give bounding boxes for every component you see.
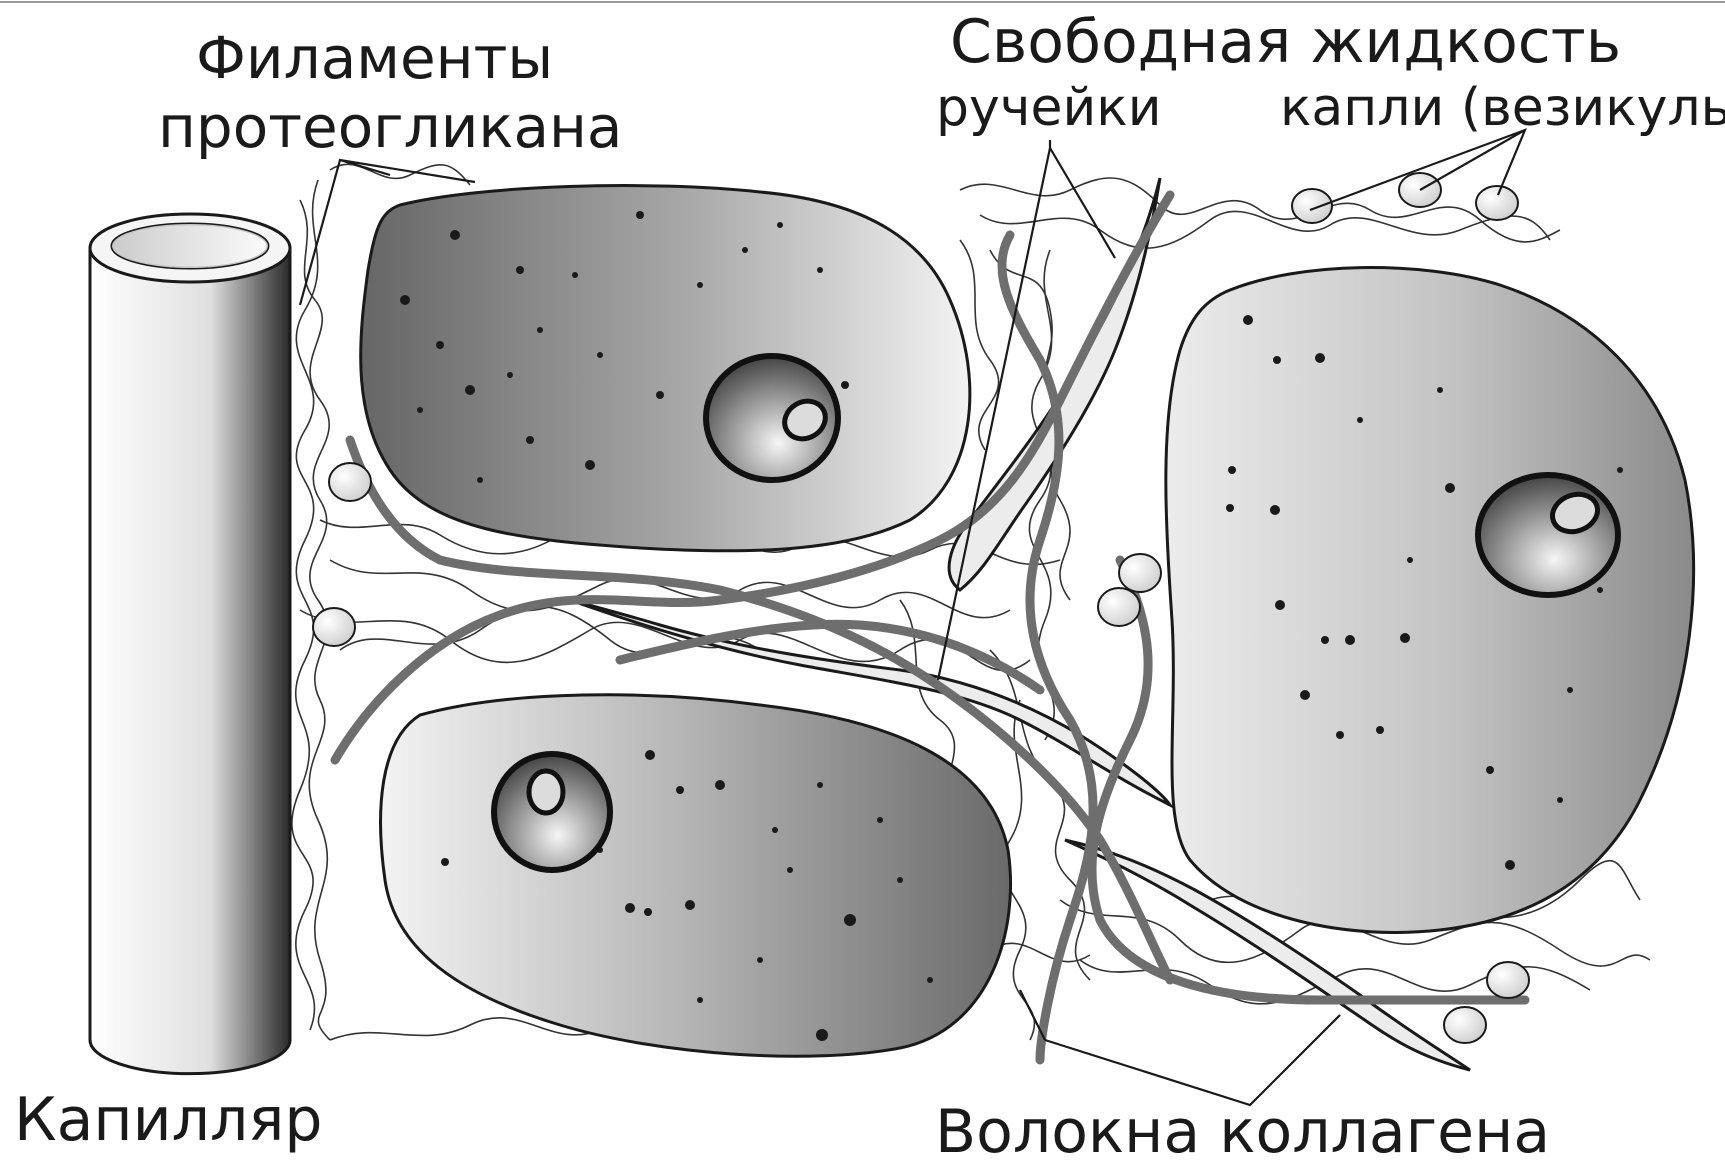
nucleus — [706, 356, 838, 480]
cell-body — [1166, 268, 1694, 933]
label-free-fluid: Свободная жидкость — [950, 7, 1621, 77]
vesicle — [1119, 554, 1161, 592]
cell-top-left — [361, 186, 970, 551]
vesicle — [1487, 962, 1529, 998]
vesicle — [1098, 588, 1140, 626]
cell-body — [381, 695, 1011, 1056]
nucleolus — [529, 771, 563, 813]
cell-body — [361, 186, 970, 551]
vesicle — [1444, 1007, 1486, 1043]
label-proteoglycan-line1: Филаменты — [196, 24, 553, 92]
label-capillary: Капилляр — [14, 1085, 322, 1155]
vesicle — [1292, 189, 1332, 223]
capillary-tube — [90, 214, 290, 1074]
leader-collagen — [1020, 990, 1340, 1105]
cell-bottom-left — [381, 695, 1011, 1056]
vesicle — [329, 463, 371, 501]
nucleus — [494, 754, 610, 870]
cell-right — [1166, 268, 1694, 933]
label-vesicles: капли (везикулы) — [1280, 78, 1725, 138]
label-collagen: Волокна коллагена — [935, 1097, 1550, 1162]
vesicle — [1476, 186, 1518, 220]
nucleus — [1478, 475, 1618, 595]
label-proteoglycan-line2: протеогликана — [158, 93, 622, 161]
vesicle — [313, 608, 355, 646]
label-rivulets: ручейки — [936, 78, 1162, 138]
